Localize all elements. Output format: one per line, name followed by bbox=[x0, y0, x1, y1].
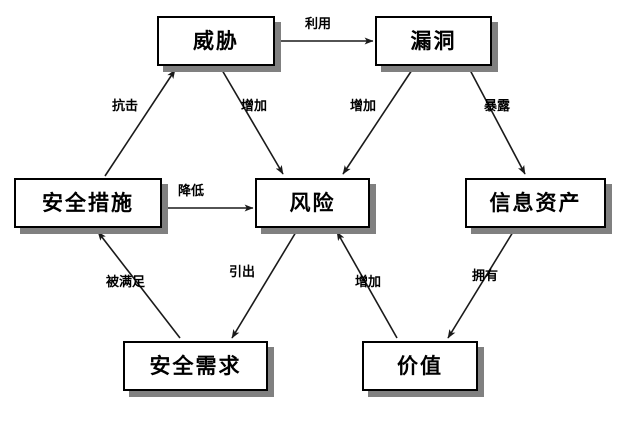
edge-requirement-satisfied-by-safeguard bbox=[97, 231, 181, 339]
edge-risk-derives-requirement bbox=[231, 231, 297, 339]
node-requirement[interactable]: 安全需求 bbox=[123, 341, 268, 391]
edge-label-threat-increases-risk: 增加 bbox=[241, 99, 268, 114]
edge-label-vulnerability-increases-risk: 增加 bbox=[350, 99, 377, 114]
edge-label-safeguard-reduces-risk: 降低 bbox=[178, 184, 205, 199]
node-vulnerability[interactable]: 漏洞 bbox=[375, 16, 492, 66]
edge-lines bbox=[97, 37, 526, 339]
edge-label-safeguard-counters-threat: 抗击 bbox=[112, 99, 139, 114]
node-label-safeguard: 安全措施 bbox=[42, 190, 134, 215]
node-label-vulnerability: 漏洞 bbox=[410, 28, 457, 53]
edge-label-risk-derives-requirement: 引出 bbox=[229, 265, 256, 280]
node-value[interactable]: 价值 bbox=[362, 341, 478, 391]
edge-value-increases-risk bbox=[336, 231, 398, 339]
edge-label-requirement-satisfied-by-safeguard: 被满足 bbox=[106, 275, 146, 290]
edge-label-vulnerability-exposes-asset: 暴露 bbox=[484, 99, 511, 114]
node-label-value: 价值 bbox=[397, 353, 443, 378]
edge-threat-increases-risk bbox=[221, 69, 284, 175]
edge-label-value-increases-risk: 增加 bbox=[355, 275, 382, 290]
node-asset[interactable]: 信息资产 bbox=[465, 178, 606, 228]
edge-label-asset-has-value: 拥有 bbox=[472, 269, 499, 284]
edge-vulnerability-exposes-asset bbox=[469, 69, 526, 175]
node-label-threat: 威胁 bbox=[193, 28, 239, 53]
node-label-risk: 风险 bbox=[289, 190, 336, 215]
node-label-requirement: 安全需求 bbox=[149, 353, 242, 378]
edge-label-threat-exploits-vulnerability: 利用 bbox=[305, 17, 332, 32]
node-safeguard[interactable]: 安全措施 bbox=[14, 178, 162, 228]
node-risk[interactable]: 风险 bbox=[255, 178, 370, 228]
edge-asset-has-value bbox=[447, 231, 514, 339]
node-threat[interactable]: 威胁 bbox=[157, 16, 275, 66]
edge-vulnerability-increases-risk bbox=[342, 69, 413, 175]
edge-safeguard-counters-threat bbox=[104, 69, 176, 177]
node-label-asset: 信息资产 bbox=[489, 190, 582, 215]
